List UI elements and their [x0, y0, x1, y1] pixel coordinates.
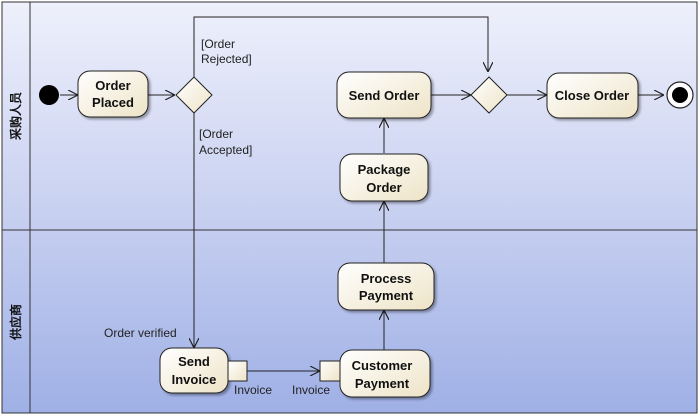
- invoice-input-pin-label: Invoice: [292, 383, 330, 397]
- customer-payment-label-line2: Payment: [355, 376, 410, 391]
- guard-accepted-line2: Accepted]: [199, 143, 252, 157]
- edges: [60, 16, 664, 371]
- send-invoice-label-line2: Invoice: [172, 372, 217, 387]
- send-invoice-label-line1: Send: [178, 354, 210, 369]
- guard-rejected-line1: [Order: [201, 37, 235, 51]
- guard-accepted-line1: [Order: [199, 127, 233, 141]
- decision-node: [175, 76, 213, 114]
- invoice-output-pin-label: Invoice: [234, 383, 272, 397]
- action-close-order[interactable]: Close Order: [546, 72, 639, 119]
- process-payment-label-line1: Process: [361, 271, 412, 286]
- guard-order-verified: Order verified: [104, 326, 177, 340]
- action-package-order[interactable]: Package Order: [339, 153, 429, 202]
- package-order-label-line1: Package: [358, 162, 411, 177]
- package-order-label-line2: Order: [366, 180, 401, 195]
- guard-rejected-line2: Rejected]: [201, 52, 252, 66]
- close-order-label: Close Order: [555, 88, 629, 103]
- invoice-input-pin[interactable]: [319, 360, 341, 382]
- action-send-invoice[interactable]: Send Invoice: [159, 347, 229, 394]
- lane-label-purchaser: 采购人员: [8, 92, 23, 141]
- final-node: [666, 81, 694, 109]
- process-payment-label-line2: Payment: [359, 288, 414, 303]
- action-process-payment[interactable]: Process Payment: [337, 262, 435, 311]
- send-order-label: Send Order: [349, 88, 420, 103]
- customer-payment-label-line1: Customer: [352, 358, 413, 373]
- action-customer-payment[interactable]: Customer Payment: [339, 349, 431, 398]
- order-placed-label-line1: Order: [95, 78, 130, 93]
- merge-node: [470, 76, 508, 114]
- lane-label-supplier: 供应商: [8, 304, 23, 341]
- action-order-placed[interactable]: Order Placed: [77, 70, 149, 118]
- edge-decision-rejected: [193, 16, 488, 77]
- initial-node: [39, 85, 59, 105]
- invoice-output-pin[interactable]: [227, 360, 248, 382]
- action-send-order[interactable]: Send Order: [336, 71, 432, 119]
- order-placed-label-line2: Placed: [92, 95, 134, 110]
